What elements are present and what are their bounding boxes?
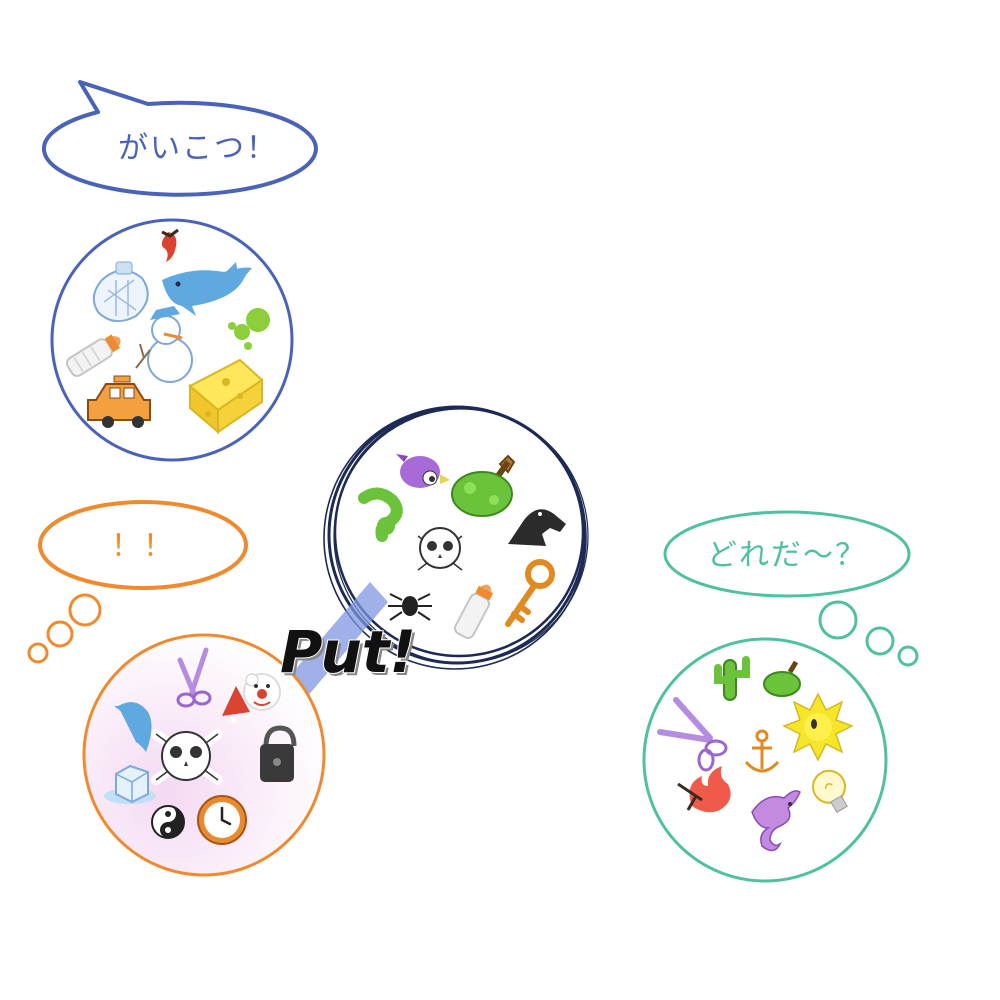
anchor-icon — [744, 729, 780, 773]
speech-bubble-blue-text: がいこつ！ — [118, 131, 278, 166]
dolphin-icon — [114, 702, 152, 752]
fire-icon — [677, 766, 731, 813]
knight-chess-icon — [508, 509, 566, 546]
taxi-icon — [87, 375, 151, 428]
yin-yang-icon — [151, 805, 185, 839]
put-shadow-text: Put! — [283, 621, 419, 689]
green-splash-icon — [228, 308, 270, 350]
skull-icon — [414, 527, 466, 574]
cactus-icon — [714, 656, 750, 701]
purple-bird-icon — [396, 454, 450, 488]
thought-bubble-orange-text: ！！ — [111, 529, 175, 564]
thought-bubble-orange: ！！ — [27, 500, 248, 664]
card-bottom-left[interactable] — [82, 633, 326, 877]
scissors-icon — [657, 697, 728, 772]
put-action: Put! Put! — [279, 617, 419, 689]
skull-icon — [151, 729, 223, 785]
spider-icon — [388, 593, 432, 621]
speech-bubble-blue: がいこつ！ — [41, 80, 318, 197]
clown-icon — [222, 673, 281, 723]
put-text: Put! — [280, 618, 416, 686]
light-bulb-icon — [812, 769, 848, 814]
padlock-icon — [260, 725, 297, 782]
pointer-beam — [288, 582, 388, 698]
ice-bag-icon — [92, 261, 149, 323]
key-icon — [505, 559, 555, 627]
scissors-icon — [176, 647, 212, 708]
question-mark-icon — [358, 487, 403, 542]
tree-icon — [763, 660, 801, 697]
card-top-left[interactable] — [50, 218, 294, 462]
dragon-icon — [751, 790, 801, 852]
card-right[interactable] — [642, 637, 888, 883]
clock-icon — [197, 795, 247, 845]
sun-icon — [782, 692, 854, 762]
chili-pepper-icon — [161, 228, 179, 262]
snowman-icon — [135, 306, 193, 383]
card-center[interactable] — [323, 405, 589, 670]
tree-icon — [451, 454, 516, 517]
thought-bubble-teal-text: どれだ～？ — [707, 538, 867, 573]
dolphin-icon — [162, 262, 252, 316]
baby-bottle-icon — [65, 334, 121, 377]
ice-cube-icon — [104, 764, 156, 804]
cheese-icon — [188, 358, 264, 435]
baby-bottle-icon — [453, 584, 494, 640]
thought-bubble-teal: どれだ～？ — [663, 510, 919, 667]
